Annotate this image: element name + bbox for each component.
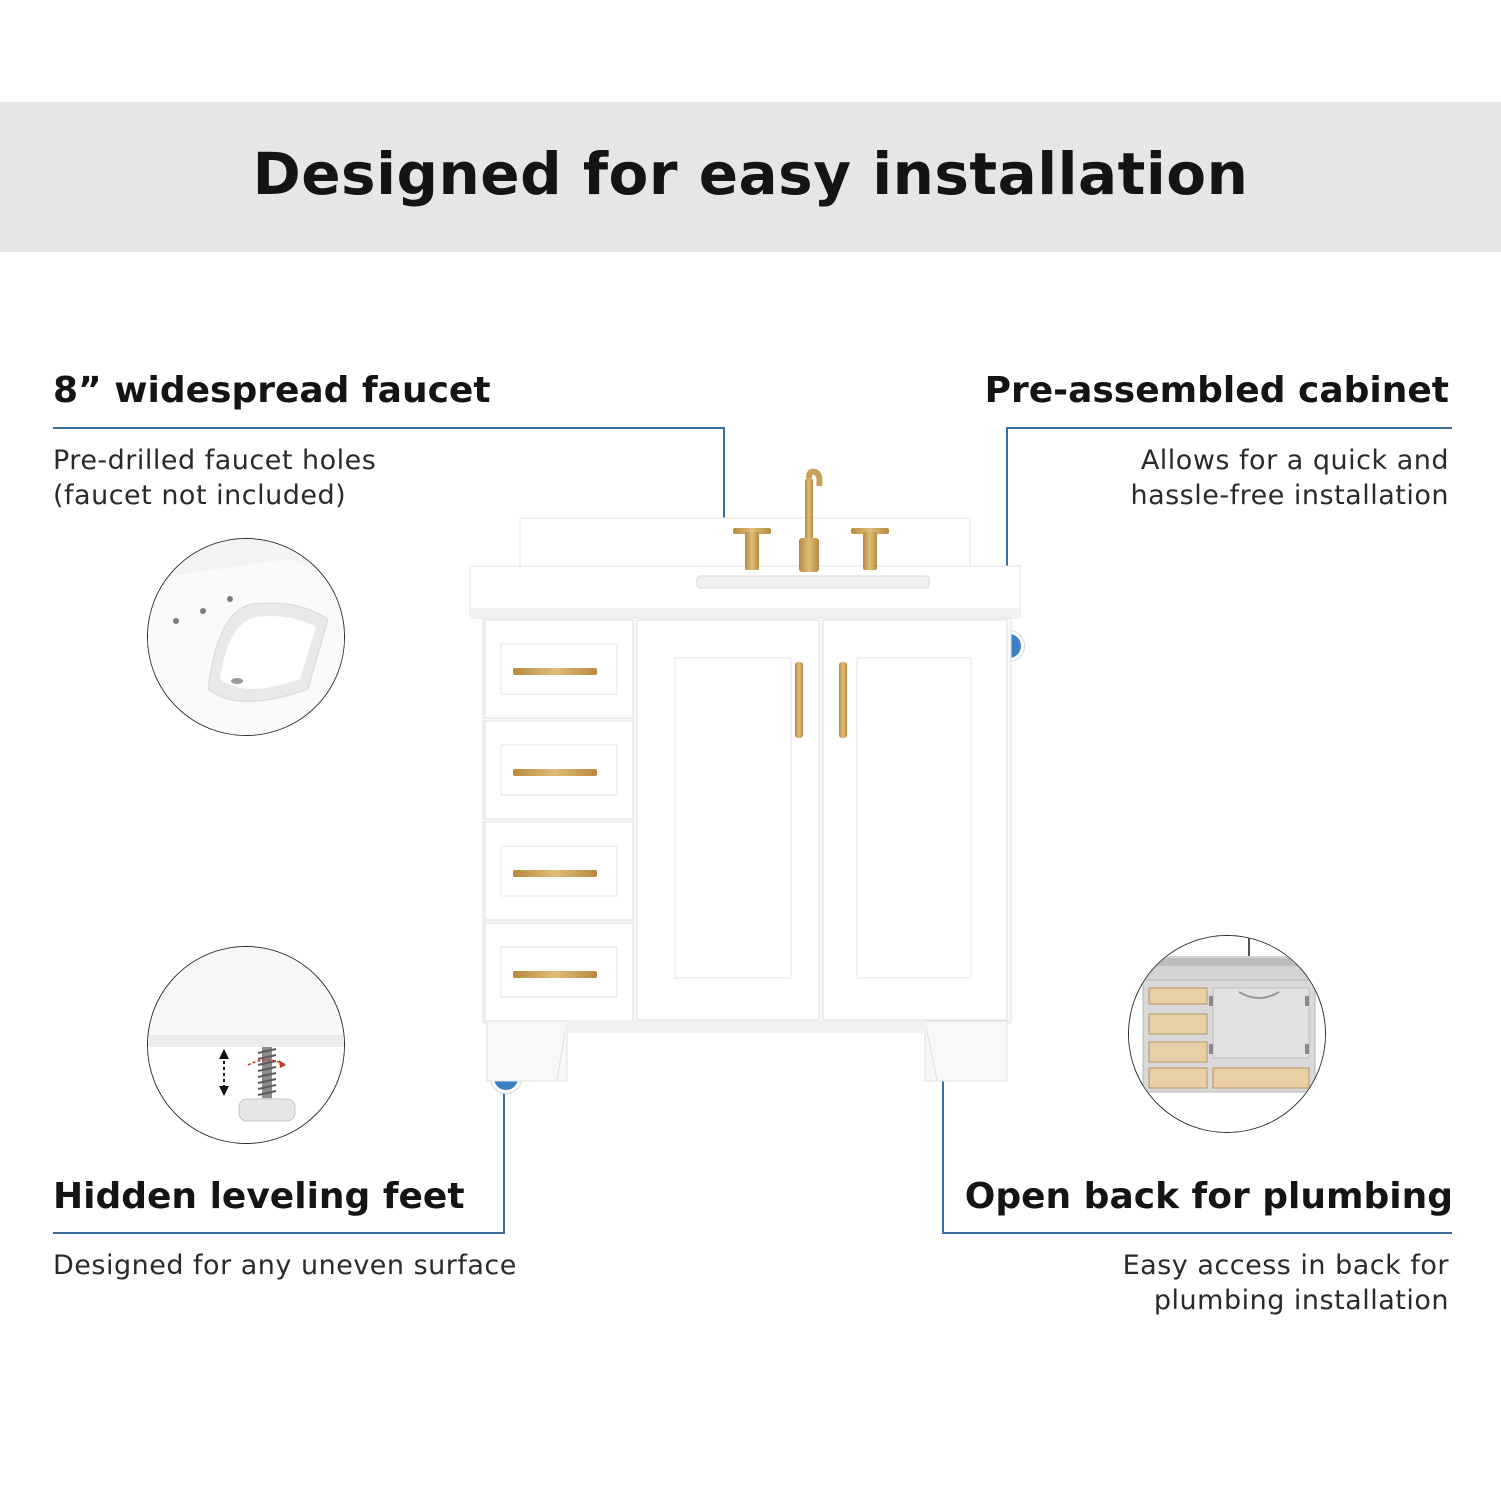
page-title: Designed for easy installation <box>252 140 1249 208</box>
cabinet-feature-title: Pre-assembled cabinet <box>984 370 1449 411</box>
faucet-callout-line <box>53 427 725 429</box>
faucet-feature-desc: Pre-drilled faucet holes (faucet not inc… <box>53 445 377 511</box>
header-banner: Designed for easy installation <box>0 102 1501 252</box>
plumbing-callout-line-vertical <box>942 940 944 1234</box>
plumbing-feature-title: Open back for plumbing <box>964 1176 1453 1217</box>
plumbing-callout-line <box>942 1232 1452 1234</box>
feet-callout-line-vertical <box>503 1078 505 1234</box>
feet-callout-line <box>53 1232 505 1234</box>
vanity-image <box>465 468 1025 1088</box>
cabinet-feature-desc: Allows for a quick and hassle-free insta… <box>1130 445 1449 511</box>
leveling-foot-image <box>147 946 345 1144</box>
cabinet-callout-line <box>1006 427 1452 429</box>
faucet-callout-line-vertical <box>723 427 725 563</box>
plumbing-feature-desc: Easy access in back for plumbing install… <box>1122 1250 1449 1316</box>
faucet-feature-title: 8” widespread faucet <box>53 370 491 411</box>
cabinet-callout-line-vertical <box>1006 427 1008 645</box>
sink-detail-image <box>147 538 345 736</box>
feet-feature-title: Hidden leveling feet <box>53 1176 465 1217</box>
feet-feature-desc: Designed for any uneven surface <box>53 1250 517 1281</box>
cabinet-back-image <box>1128 935 1326 1133</box>
